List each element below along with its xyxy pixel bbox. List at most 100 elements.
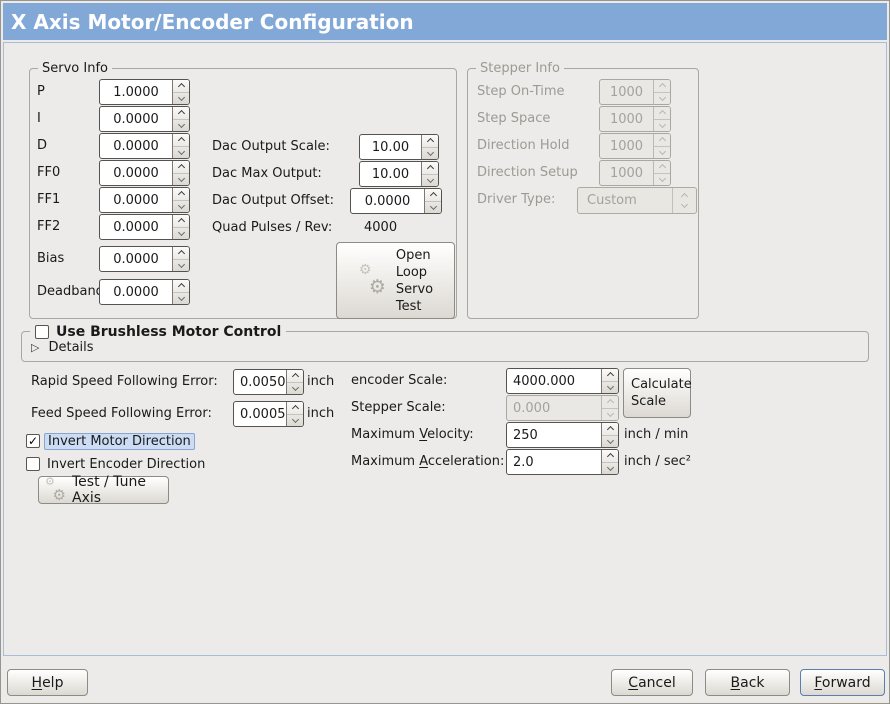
invert-motor-label[interactable]: Invert Motor Direction — [44, 432, 195, 450]
cancel-button-label: Cancel — [628, 674, 676, 691]
chevron-down-icon — [680, 200, 689, 209]
bias-spinbox[interactable]: 0.0000 — [99, 246, 190, 272]
feed-following-error-value: 0.0005 — [240, 406, 286, 422]
spin-up-button[interactable] — [173, 188, 189, 201]
spin-up-button[interactable] — [173, 215, 189, 228]
chevron-up-icon — [658, 110, 666, 118]
chevron-down-icon — [658, 147, 666, 155]
feed-following-error-spinbox[interactable]: 0.0005 — [233, 401, 304, 427]
max-velocity-value: 250 — [513, 427, 538, 443]
spin-up-button[interactable] — [602, 369, 618, 382]
chevron-down-icon — [177, 260, 185, 268]
spin-down-button[interactable] — [173, 228, 189, 240]
spin-up-button[interactable] — [173, 161, 189, 174]
driver-type-combobox: Custom — [577, 187, 697, 214]
spin-up-button[interactable] — [422, 135, 438, 148]
spin-up-button[interactable] — [425, 189, 441, 202]
chevron-down-icon — [658, 93, 666, 101]
brushless-frame: Use Brushless Motor Control ▷ Details — [21, 323, 869, 362]
spin-down-button[interactable] — [287, 415, 303, 427]
chevron-down-icon — [177, 174, 185, 182]
spin-down-button[interactable] — [173, 93, 189, 105]
spin-buttons — [424, 189, 441, 213]
spin-up-button[interactable] — [287, 370, 303, 383]
spin-down-button[interactable] — [287, 383, 303, 395]
max-acceleration-label: Maximum Acceleration: — [351, 454, 505, 469]
spin-up-button[interactable] — [173, 247, 189, 260]
spin-buttons — [286, 370, 303, 394]
spin-down-button — [654, 120, 670, 132]
ff2-spinbox[interactable]: 0.0000 — [99, 214, 190, 240]
help-button[interactable]: Help — [7, 669, 88, 696]
invert-motor-checkbox[interactable]: ✓ — [26, 434, 40, 448]
spin-buttons — [172, 107, 189, 131]
test-tune-axis-button[interactable]: ⚙ ⚙ Test / Tune Axis — [38, 474, 169, 506]
spin-down-button[interactable] — [602, 436, 618, 448]
p-value: 1.0000 — [113, 84, 159, 100]
invert-encoder-row: Invert Encoder Direction — [26, 455, 205, 473]
d-value: 0.0000 — [113, 138, 159, 154]
chevron-down-icon — [606, 463, 614, 471]
spin-down-button[interactable] — [422, 175, 438, 187]
dac-max-output-value: 10.00 — [371, 166, 410, 182]
chevron-up-icon — [606, 372, 614, 380]
spin-down-button[interactable] — [602, 382, 618, 394]
details-expander[interactable]: ▷ Details — [31, 340, 94, 355]
open-loop-servo-test-button[interactable]: ⚙ ⚙ Open Loop Servo Test — [336, 242, 455, 319]
spin-up-button[interactable] — [173, 280, 189, 293]
spin-down-button[interactable] — [422, 148, 438, 160]
spin-up-button[interactable] — [602, 423, 618, 436]
max-velocity-spinbox[interactable]: 250 — [506, 422, 619, 448]
ff0-spinbox[interactable]: 0.0000 — [99, 160, 190, 186]
spin-down-button[interactable] — [173, 260, 189, 272]
rapid-following-error-spinbox[interactable]: 0.0050 — [233, 369, 304, 395]
deadband-spinbox[interactable]: 0.0000 — [99, 279, 190, 305]
encoder-scale-spinbox[interactable]: 4000.000 — [506, 368, 619, 394]
cancel-button[interactable]: Cancel — [611, 669, 693, 696]
spin-up-button[interactable] — [173, 80, 189, 93]
i-spinbox[interactable]: 0.0000 — [99, 106, 190, 132]
spin-up-button[interactable] — [602, 450, 618, 463]
spin-up-button[interactable] — [173, 134, 189, 147]
direction-hold-label: Direction Hold — [477, 138, 570, 153]
ff1-spinbox[interactable]: 0.0000 — [99, 187, 190, 213]
dac-output-scale-spinbox[interactable]: 10.00 — [359, 134, 439, 160]
max-acceleration-spinbox[interactable]: 2.0 — [506, 449, 619, 475]
spin-up-button[interactable] — [422, 162, 438, 175]
max-acceleration-unit: inch / sec² — [624, 454, 692, 469]
stepper-scale-label: Stepper Scale: — [351, 400, 446, 415]
chevron-down-icon — [606, 436, 614, 444]
forward-button[interactable]: Forward — [800, 669, 885, 696]
chevron-up-icon — [177, 83, 185, 91]
button-line: Scale — [631, 394, 666, 409]
spin-buttons — [172, 161, 189, 185]
button-line: Servo — [395, 281, 434, 297]
invert-encoder-checkbox[interactable] — [26, 457, 40, 471]
spin-down-button[interactable] — [602, 463, 618, 475]
spin-down-button[interactable] — [173, 147, 189, 159]
bias-label: Bias — [37, 251, 65, 266]
deadband-label: Deadband — [37, 284, 104, 299]
spin-down-button[interactable] — [173, 174, 189, 186]
ff1-value: 0.0000 — [113, 192, 159, 208]
details-label: Details — [48, 340, 94, 355]
use-brushless-checkbox[interactable] — [35, 325, 49, 339]
dac-output-offset-spinbox[interactable]: 0.0000 — [350, 188, 442, 214]
gear-glyph: ⚙ — [45, 475, 55, 488]
content-area: Servo Info P 1.0000 I 0.0000 D 0.0000 FF… — [3, 42, 887, 656]
spin-down-button — [654, 93, 670, 105]
d-spinbox[interactable]: 0.0000 — [99, 133, 190, 159]
spin-down-button[interactable] — [173, 120, 189, 132]
dac-output-offset-label: Dac Output Offset: — [212, 193, 334, 208]
spin-down-button[interactable] — [173, 293, 189, 305]
dac-max-output-spinbox[interactable]: 10.00 — [359, 161, 439, 187]
spin-down-button[interactable] — [173, 201, 189, 213]
spin-down-button[interactable] — [425, 202, 441, 214]
invert-encoder-label[interactable]: Invert Encoder Direction — [47, 456, 206, 472]
back-button[interactable]: Back — [705, 669, 790, 696]
calculate-scale-button[interactable]: Calculate Scale — [623, 368, 692, 418]
p-spinbox[interactable]: 1.0000 — [99, 79, 190, 105]
spin-up-button[interactable] — [173, 107, 189, 120]
spin-buttons — [172, 280, 189, 304]
spin-up-button[interactable] — [287, 402, 303, 415]
